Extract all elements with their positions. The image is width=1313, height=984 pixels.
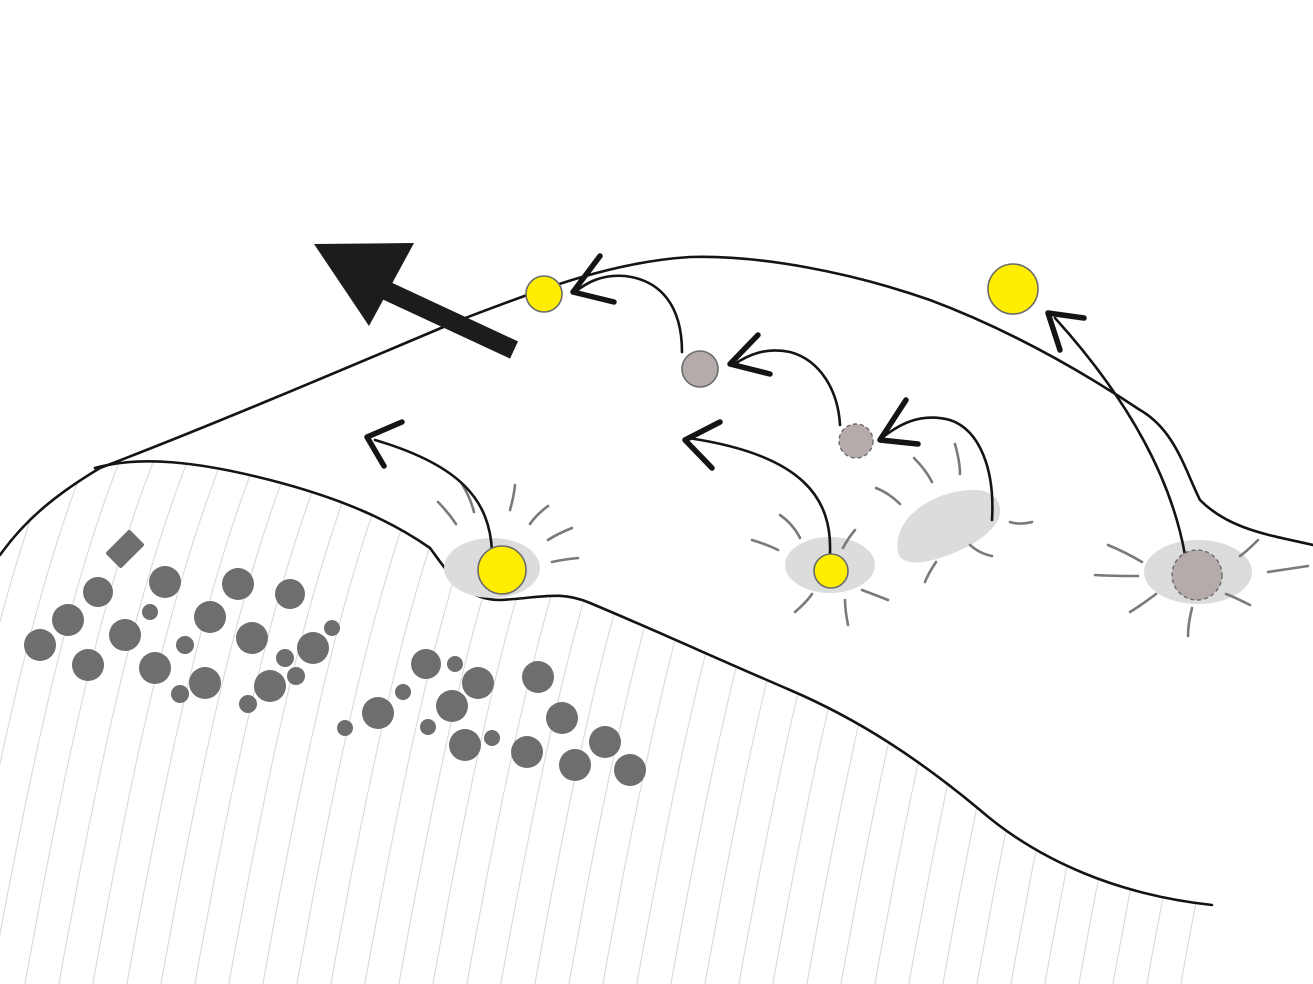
hatch-line bbox=[191, 461, 333, 984]
hatch-line bbox=[0, 461, 95, 984]
pebble bbox=[337, 720, 353, 736]
hatch-line bbox=[1246, 440, 1313, 984]
lower-surface-line bbox=[93, 460, 1214, 907]
pebble-fragment bbox=[106, 530, 144, 568]
pebble bbox=[276, 649, 294, 667]
hatch-line bbox=[89, 461, 231, 984]
particle-yellow-middle-impact bbox=[813, 553, 849, 589]
pebble bbox=[589, 726, 621, 758]
trajectory-hop-3-head bbox=[570, 253, 617, 305]
pebble bbox=[449, 729, 481, 761]
impact-pit-crescent bbox=[897, 489, 1001, 563]
filled-circle-icon bbox=[24, 530, 646, 786]
hatch-line bbox=[0, 461, 129, 984]
trajectory-hop-3 bbox=[573, 274, 684, 354]
pebble bbox=[239, 695, 257, 713]
hatch-line bbox=[55, 461, 197, 984]
particle-grey-hop-2 bbox=[838, 423, 874, 459]
pebble bbox=[109, 619, 141, 651]
pebble bbox=[522, 661, 554, 693]
pebble bbox=[559, 749, 591, 781]
particle-grey-hop-1 bbox=[681, 350, 719, 388]
pebble bbox=[436, 690, 468, 722]
pebble bbox=[222, 568, 254, 600]
particle-grey-right-impact bbox=[1171, 549, 1223, 601]
pebble bbox=[142, 604, 158, 620]
particle-yellow-right bbox=[987, 263, 1039, 315]
pebble bbox=[149, 566, 181, 598]
pebble bbox=[24, 629, 56, 661]
hatch-line bbox=[735, 461, 877, 984]
hatch-line bbox=[157, 461, 299, 984]
pebble bbox=[395, 684, 411, 700]
pebble bbox=[511, 736, 543, 768]
pebble bbox=[362, 697, 394, 729]
trajectory-middle-head bbox=[682, 419, 723, 471]
trajectory-hop-1-head bbox=[877, 397, 921, 447]
pebble bbox=[176, 636, 194, 654]
trajectory-left bbox=[373, 438, 494, 554]
pebble bbox=[287, 667, 305, 685]
pebble bbox=[484, 730, 500, 746]
pebble bbox=[275, 579, 305, 609]
trajectory-hop-1 bbox=[880, 416, 994, 522]
pebble bbox=[462, 667, 494, 699]
pebble bbox=[52, 604, 84, 636]
trajectory-hop-2 bbox=[731, 349, 842, 427]
hatch-line bbox=[599, 461, 741, 984]
curved-arrow-icon bbox=[364, 253, 1187, 557]
particle-yellow-top bbox=[525, 275, 563, 313]
pebble bbox=[411, 649, 441, 679]
trajectory-left-head bbox=[364, 419, 405, 469]
sand-bed-hatching bbox=[0, 440, 1313, 984]
pebble bbox=[546, 702, 578, 734]
circle-icon bbox=[477, 263, 1223, 601]
pebble bbox=[614, 754, 646, 786]
upper-surface-line bbox=[0, 255, 1313, 557]
pebble-cluster bbox=[24, 566, 646, 786]
impact-pits bbox=[444, 489, 1252, 604]
pebble bbox=[236, 622, 268, 654]
pebble bbox=[324, 620, 340, 636]
pebble bbox=[297, 632, 329, 664]
hatch-line bbox=[1211, 461, 1212, 984]
hatch-line bbox=[123, 461, 265, 984]
trajectory-hop-2-head bbox=[727, 332, 773, 377]
pebble bbox=[420, 719, 436, 735]
trajectory-middle bbox=[686, 436, 832, 555]
pebble bbox=[194, 601, 226, 633]
splash-rays-icon bbox=[436, 442, 1310, 638]
bold-arrow-up-left-icon bbox=[314, 243, 519, 359]
pebble bbox=[171, 685, 189, 703]
hatch-line bbox=[1041, 461, 1183, 984]
particle-yellow-left-impact bbox=[477, 545, 527, 595]
trajectory-right-head bbox=[1045, 310, 1087, 353]
pebble bbox=[72, 649, 104, 681]
trajectory-right bbox=[1053, 316, 1187, 557]
pebble bbox=[83, 577, 113, 607]
pebble bbox=[139, 652, 171, 684]
pebble bbox=[254, 670, 286, 702]
hatch-line bbox=[463, 461, 605, 984]
hatch-line bbox=[633, 461, 775, 984]
hatch-line bbox=[769, 461, 911, 984]
hatch-line bbox=[701, 461, 843, 984]
hatch-line bbox=[1280, 440, 1313, 984]
hatch-line bbox=[21, 461, 163, 984]
hatch-line bbox=[565, 461, 707, 984]
pebble bbox=[447, 656, 463, 672]
pebble bbox=[189, 667, 221, 699]
hatch-line bbox=[1143, 461, 1212, 984]
